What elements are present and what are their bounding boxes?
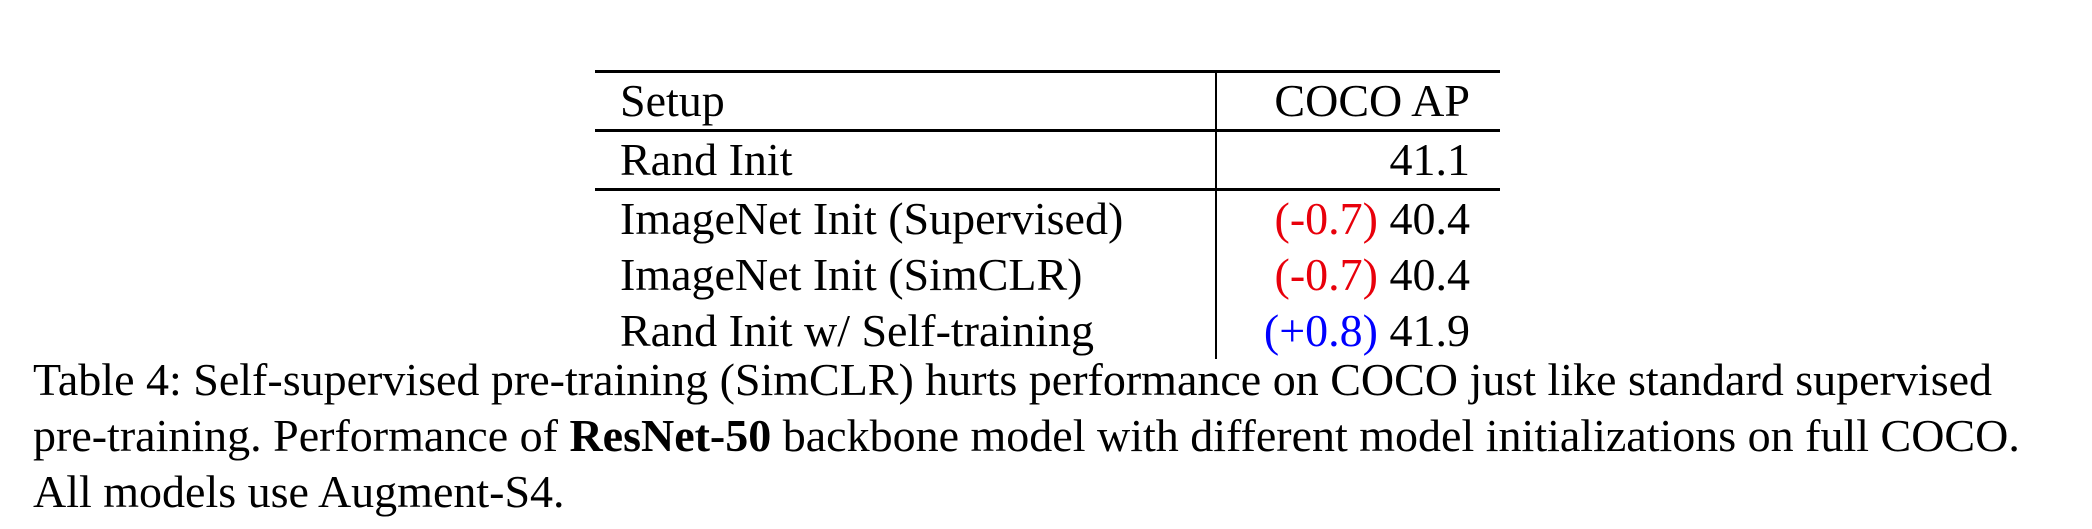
setup-cell: ImageNet Init (Supervised) <box>595 188 1218 247</box>
table-row: Rand Init 41.1 <box>595 129 1500 190</box>
table-row: ImageNet Init (SimCLR) (-0.7) 40.4 <box>595 247 1500 303</box>
results-table: Setup COCO AP Rand Init 41.1 ImageNet In… <box>595 70 1500 359</box>
ap-value: 40.4 <box>1389 249 1471 300</box>
table-row: Rand Init w/ Self-training (+0.8) 41.9 <box>595 303 1500 359</box>
ap-cell: (-0.7) 40.4 <box>1216 188 1500 247</box>
ap-value: 41.1 <box>1389 134 1471 185</box>
setup-cell: Rand Init w/ Self-training <box>595 303 1218 359</box>
header-coco-ap: COCO AP <box>1216 70 1500 131</box>
ap-cell: (-0.7) 40.4 <box>1216 247 1500 303</box>
table-caption: Table 4: Self-supervised pre-training (S… <box>33 352 2063 520</box>
header-setup: Setup <box>595 70 1218 131</box>
table-header-row: Setup COCO AP <box>595 70 1500 131</box>
caption-text-part1: Table 4: Self-supervised pre-training (S… <box>33 354 1993 461</box>
ap-delta: (+0.8) <box>1263 305 1378 356</box>
caption-model-name: ResNet-50 <box>569 410 772 461</box>
ap-cell: 41.1 <box>1216 129 1500 190</box>
ap-value: 41.9 <box>1389 305 1471 356</box>
ap-delta: (-0.7) <box>1274 193 1378 244</box>
table-row: ImageNet Init (Supervised) (-0.7) 40.4 <box>595 188 1500 247</box>
ap-delta: (-0.7) <box>1274 249 1378 300</box>
results-table-container: Setup COCO AP Rand Init 41.1 ImageNet In… <box>595 70 1500 359</box>
ap-cell: (+0.8) 41.9 <box>1216 303 1500 359</box>
ap-value: 40.4 <box>1389 193 1471 244</box>
caption-text-part2: backbone model with different model init… <box>33 410 2020 517</box>
setup-cell: Rand Init <box>595 129 1218 190</box>
setup-cell: ImageNet Init (SimCLR) <box>595 247 1218 303</box>
